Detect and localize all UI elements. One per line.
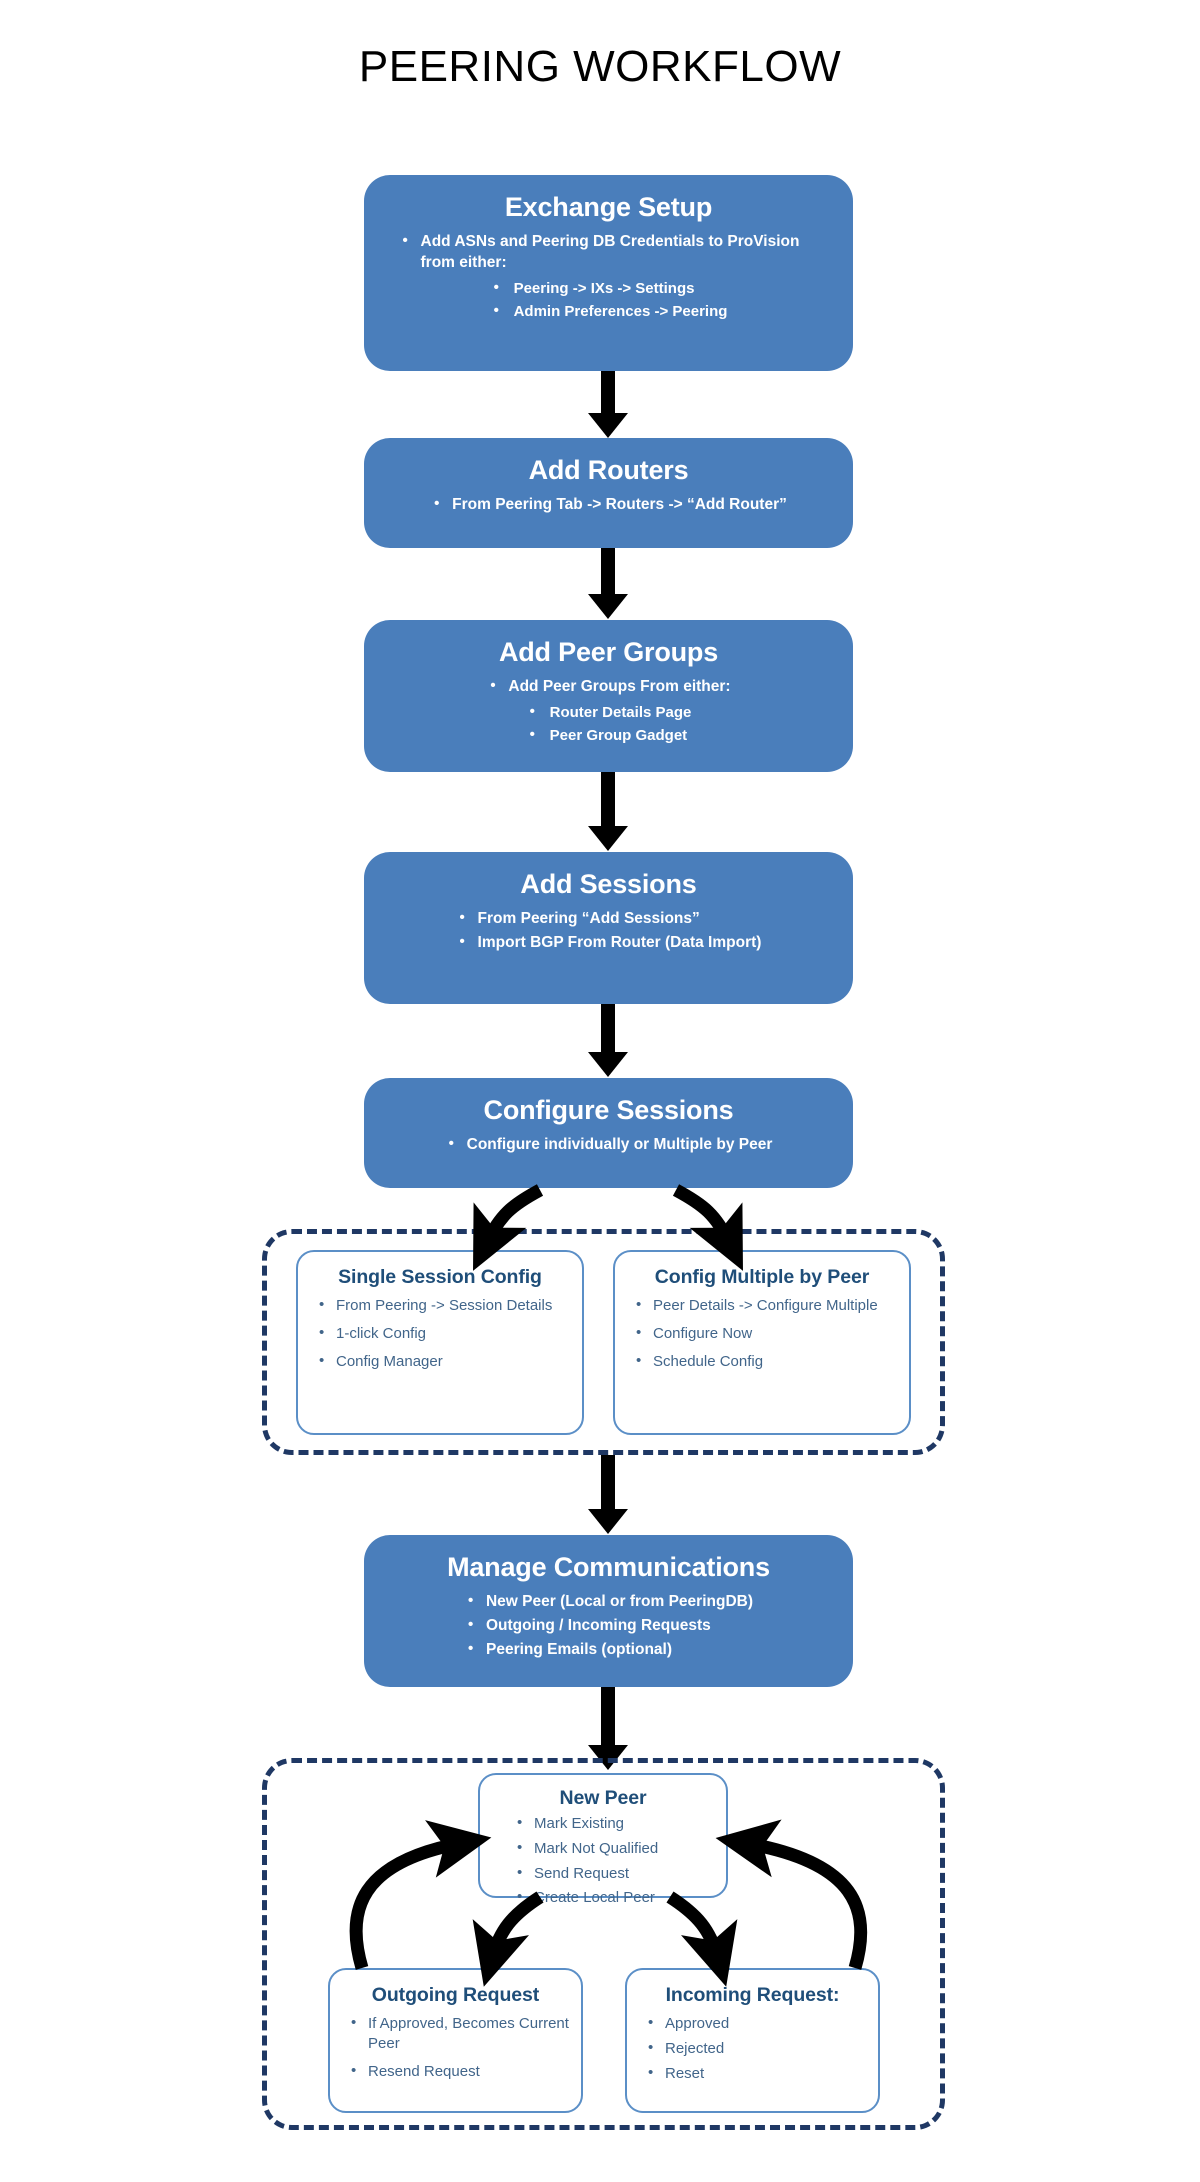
step-title: Configure Sessions [483, 1095, 734, 1125]
step-title: Exchange Setup [504, 192, 713, 222]
step-bullet-list: Add Peer Groups From either: [486, 676, 730, 701]
bullet-item: Add Peer Groups From either: [486, 676, 730, 698]
list-item: Rejected [645, 2038, 868, 2059]
list-item: Reset [645, 2063, 868, 2084]
sub-box-title: Config Multiple by Peer [654, 1266, 870, 1288]
step-box-manage-communications[interactable]: Manage Communications New Peer (Local or… [364, 1535, 853, 1687]
arrow-shaft [601, 1455, 615, 1511]
list-item: From Peering -> Session Details [316, 1295, 572, 1316]
list-item: If Approved, Becomes Current Peer [348, 2013, 571, 2054]
list-item: Mark Existing [514, 1813, 716, 1834]
sub-box-item-list: Approved Rejected Reset [637, 2013, 868, 2084]
list-item: Send Request [514, 1863, 716, 1884]
list-item: Config Manager [316, 1351, 572, 1372]
bullet-item: From Peering Tab -> Routers -> “Add Rout… [430, 494, 787, 516]
bullet-item: From Peering “Add Sessions” [456, 908, 762, 930]
sub-box-title: Incoming Request: [665, 1984, 840, 2006]
bullet-item: Peering Emails (optional) [464, 1639, 753, 1661]
step-title: Add Sessions [520, 869, 697, 899]
arrow-shaft [601, 371, 615, 415]
list-item: Configure Now [633, 1323, 899, 1344]
sub-bullet-item: Router Details Page [526, 702, 692, 723]
sub-bullet-item: Admin Preferences -> Peering [490, 301, 728, 322]
sub-box-title: Single Session Config [338, 1266, 542, 1288]
sub-box-item-list: From Peering -> Session Details 1-click … [308, 1295, 572, 1372]
step-bullet-list: New Peer (Local or from PeeringDB) Outgo… [464, 1591, 753, 1664]
step-box-exchange-setup[interactable]: Exchange Setup Add ASNs and Peering DB C… [364, 175, 853, 371]
sub-box-item-list: Mark Existing Mark Not Qualified Send Re… [490, 1813, 716, 1908]
sub-box-new-peer[interactable]: New Peer Mark Existing Mark Not Qualifie… [478, 1773, 728, 1907]
step-bullet-list: Configure individually or Multiple by Pe… [445, 1134, 773, 1159]
bullet-item: Add ASNs and Peering DB Credentials to P… [399, 231, 819, 274]
list-item: Approved [645, 2013, 868, 2034]
step-title: Add Peer Groups [498, 637, 719, 667]
step-bullet-list: From Peering Tab -> Routers -> “Add Rout… [430, 494, 787, 519]
arrow-head [588, 1745, 628, 1770]
arrow-shaft [601, 772, 615, 828]
sub-box-title: Outgoing Request [371, 1984, 540, 2006]
arrow-shaft [601, 1004, 615, 1054]
sub-box-item-list: Peer Details -> Configure Multiple Confi… [625, 1295, 899, 1372]
config-options-group [262, 1229, 945, 1455]
page-title: PEERING WORKFLOW [358, 42, 842, 91]
sub-box-title: New Peer [559, 1787, 647, 1809]
arrow-configgroup-to-communications [588, 1455, 628, 1535]
list-item: Resend Request [348, 2061, 571, 2082]
list-item: Create Local Peer [514, 1887, 716, 1908]
step-bullet-list: From Peering “Add Sessions” Import BGP F… [456, 908, 762, 957]
step-box-add-sessions[interactable]: Add Sessions From Peering “Add Sessions”… [364, 852, 853, 1004]
sub-box-config-multiple-by-peer[interactable]: Config Multiple by Peer Peer Details -> … [613, 1250, 911, 1435]
sub-box-single-session-config[interactable]: Single Session Config From Peering -> Se… [296, 1250, 584, 1435]
arrow-shaft [601, 1687, 615, 1747]
bullet-item: Configure individually or Multiple by Pe… [445, 1134, 773, 1156]
arrow-head [588, 413, 628, 438]
sub-bullet-item: Peering -> IXs -> Settings [490, 278, 728, 299]
arrow-exchange-to-routers [588, 371, 628, 438]
arrow-head [588, 594, 628, 619]
step-title: Add Routers [528, 455, 689, 485]
bullet-item: Import BGP From Router (Data Import) [456, 932, 762, 954]
list-item: Peer Details -> Configure Multiple [633, 1295, 899, 1316]
sub-box-item-list: If Approved, Becomes Current Peer Resend… [340, 2013, 571, 2082]
arrow-sessions-to-configure [588, 1004, 628, 1078]
step-title: Manage Communications [447, 1552, 770, 1582]
sub-box-incoming-request[interactable]: Incoming Request: Approved Rejected Rese… [625, 1968, 880, 2113]
arrow-shaft [601, 548, 615, 596]
arrow-peergroups-to-sessions [588, 772, 628, 852]
step-subbullet-list: Router Details Page Peer Group Gadget [526, 702, 692, 750]
list-item: 1-click Config [316, 1323, 572, 1344]
list-item: Schedule Config [633, 1351, 899, 1372]
sub-box-outgoing-request[interactable]: Outgoing Request If Approved, Becomes Cu… [328, 1968, 583, 2113]
bullet-item: New Peer (Local or from PeeringDB) [464, 1591, 753, 1613]
arrow-head [588, 1509, 628, 1534]
arrow-head [588, 826, 628, 851]
step-subbullet-list: Peering -> IXs -> Settings Admin Prefere… [490, 278, 728, 326]
step-box-add-peer-groups[interactable]: Add Peer Groups Add Peer Groups From eit… [364, 620, 853, 772]
bullet-item: Outgoing / Incoming Requests [464, 1615, 753, 1637]
peer-request-lifecycle-group [262, 1758, 945, 2130]
arrow-routers-to-peergroups [588, 548, 628, 620]
arrow-head [588, 1052, 628, 1077]
step-bullet-list: Add ASNs and Peering DB Credentials to P… [399, 231, 819, 277]
step-box-add-routers[interactable]: Add Routers From Peering Tab -> Routers … [364, 438, 853, 548]
step-box-configure-sessions[interactable]: Configure Sessions Configure individuall… [364, 1078, 853, 1188]
sub-bullet-item: Peer Group Gadget [526, 725, 692, 746]
list-item: Mark Not Qualified [514, 1838, 716, 1859]
arrow-communications-to-peergroup [588, 1687, 628, 1771]
